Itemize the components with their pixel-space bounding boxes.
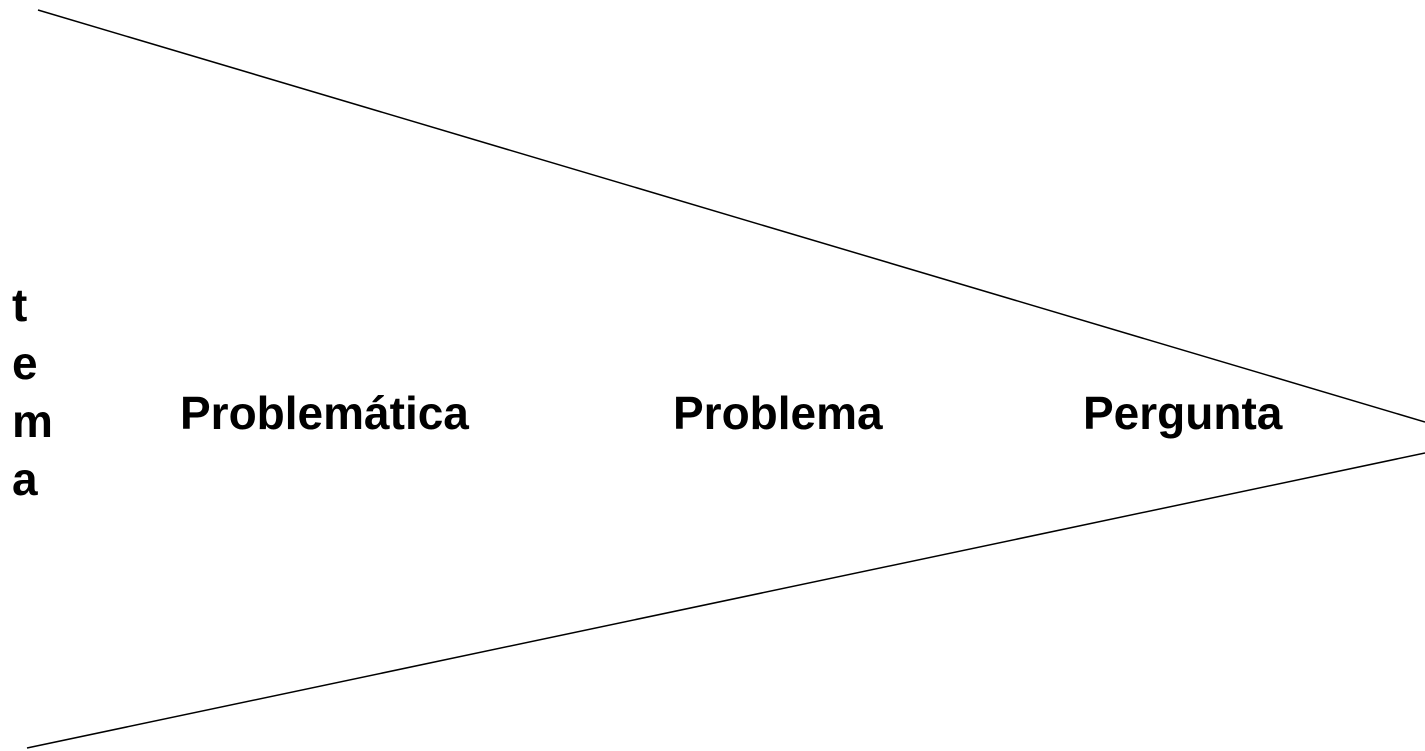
tema-letter: t [12,279,28,331]
stage-label-problematica: Problemática [180,387,469,439]
tema-letter: a [12,453,38,505]
stage-label-problema: Problema [673,387,883,439]
tema-letter: e [12,337,38,389]
tema-letter: m [12,395,53,447]
funnel-top-edge [37,9,1425,423]
stage-label-pergunta: Pergunta [1083,387,1283,439]
funnel-bottom-edge [26,452,1425,749]
tema-vertical-label: t e m a [12,276,53,508]
